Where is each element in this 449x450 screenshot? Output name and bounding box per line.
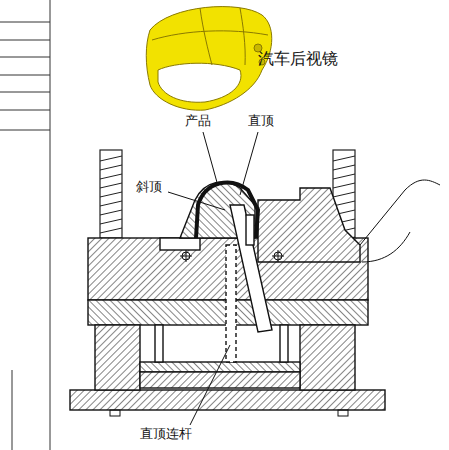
part-label: 直顶连杆 [140, 427, 192, 441]
spring-coil [100, 210, 122, 215]
spring-coil [100, 174, 122, 179]
part-label: 斜顶 [136, 180, 162, 194]
spring-coil [100, 192, 122, 197]
spring-coil [333, 183, 355, 188]
spring-coil [100, 156, 122, 161]
spring-coil [333, 156, 355, 161]
spring-coil [100, 219, 122, 224]
spring-coil [100, 228, 122, 233]
spring-coil [100, 201, 122, 206]
spring-coil [100, 183, 122, 188]
part-label: 直顶 [248, 114, 274, 128]
part-label: 产品 [185, 114, 211, 128]
part-caption: 汽车后视镜 [258, 50, 338, 68]
spring-coil [333, 165, 355, 170]
spring-coil [333, 192, 355, 197]
spring-coil [100, 165, 122, 170]
spring-coil [333, 174, 355, 179]
